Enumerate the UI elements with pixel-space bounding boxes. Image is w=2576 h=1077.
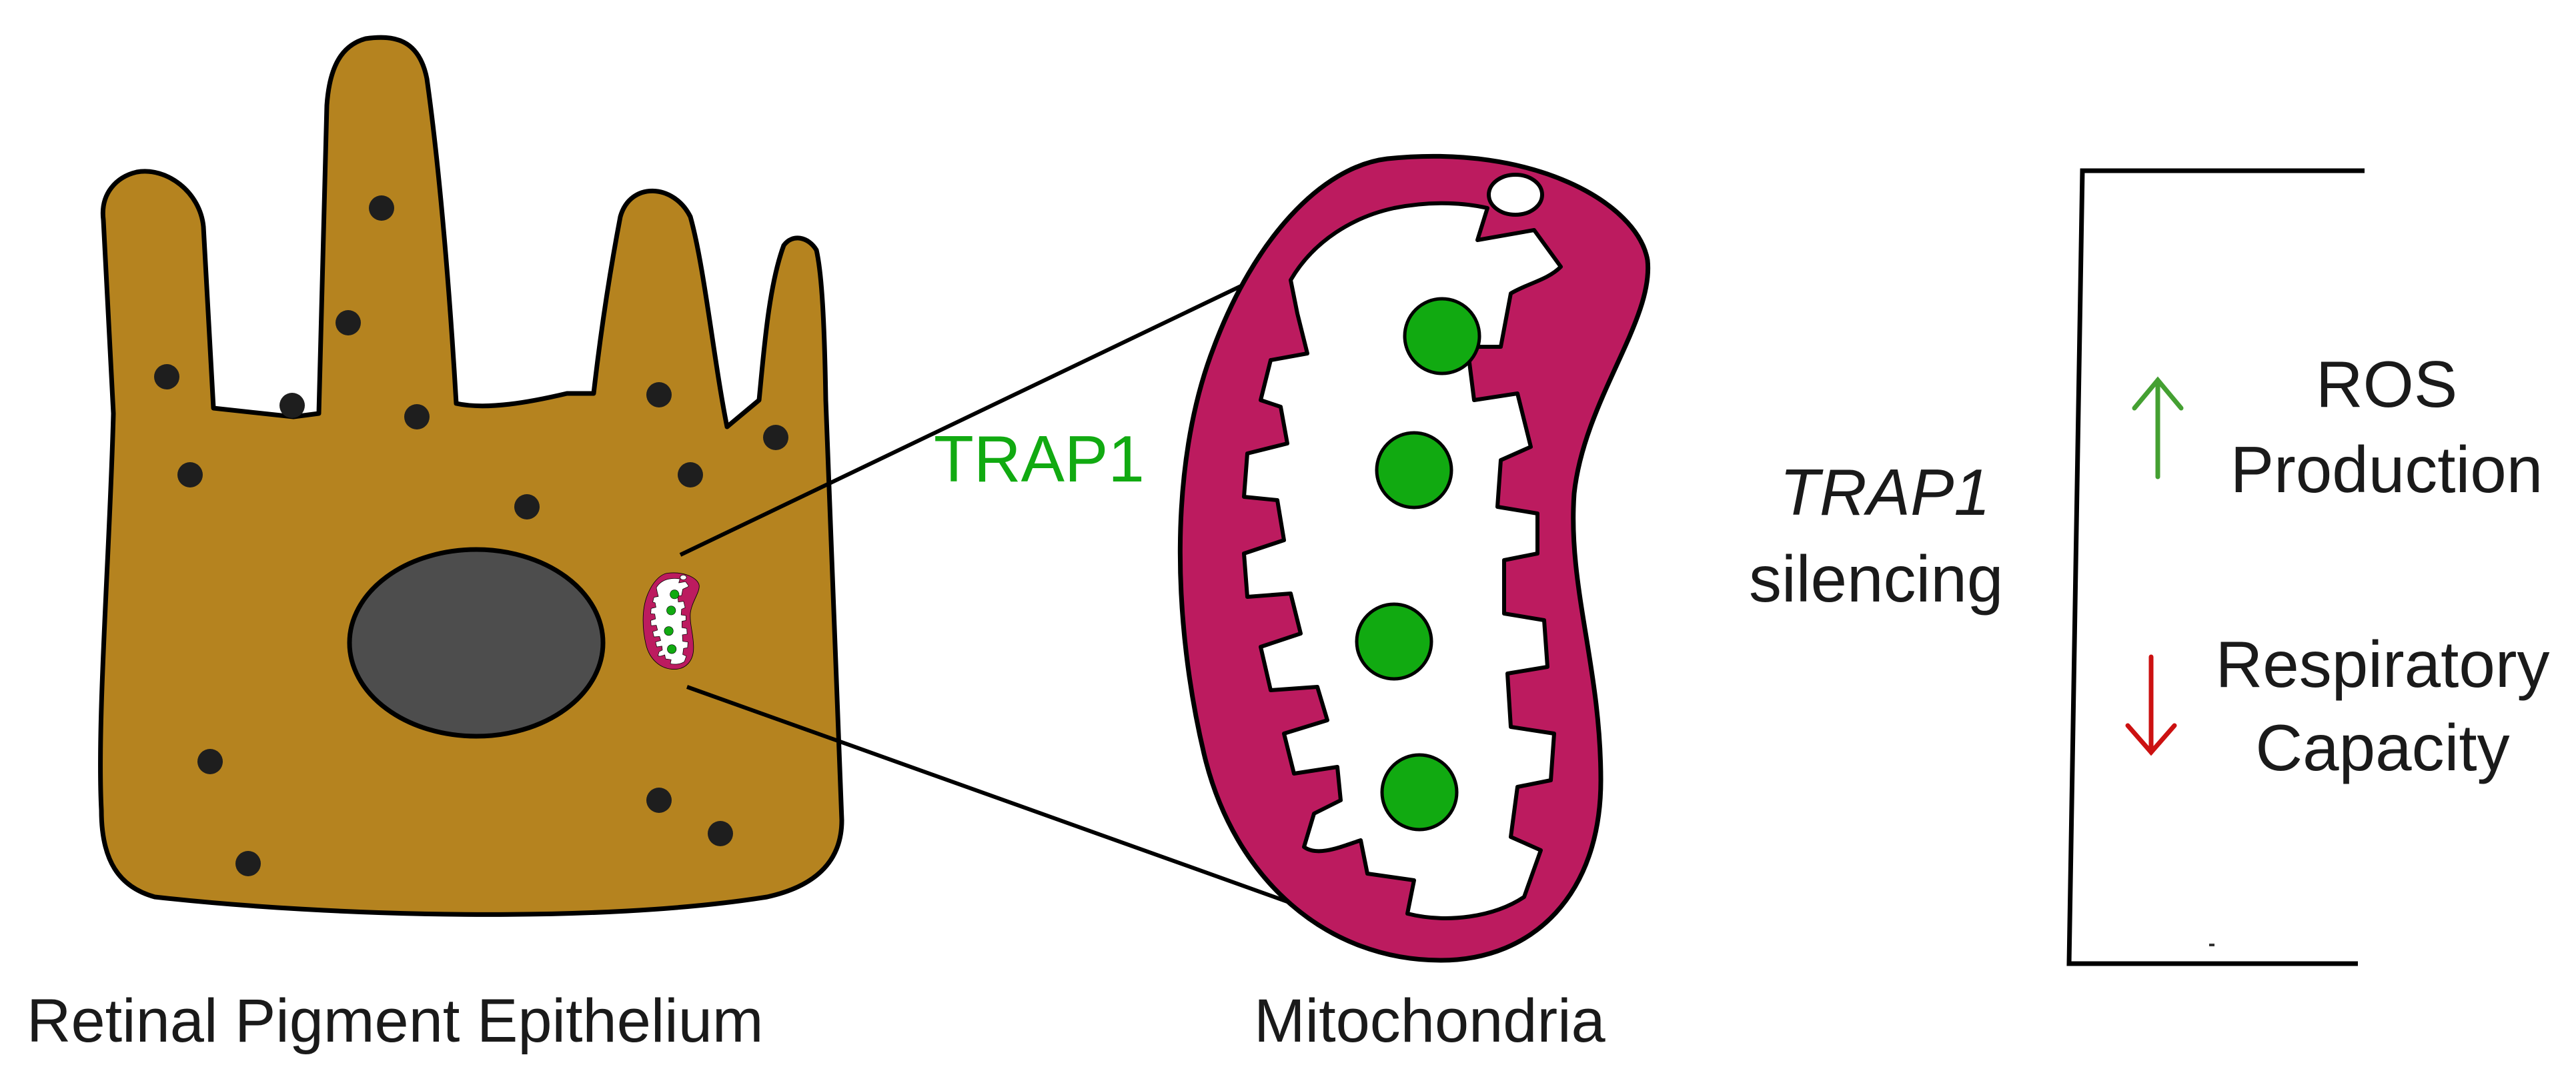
bracket-line bbox=[2066, 168, 2365, 966]
mitochondrion bbox=[1180, 156, 1648, 960]
granule bbox=[336, 310, 361, 335]
granule bbox=[646, 788, 672, 813]
granule bbox=[646, 382, 672, 407]
granule bbox=[404, 404, 430, 429]
granule bbox=[678, 462, 703, 487]
zoom-line-bottom bbox=[686, 685, 1289, 904]
nucleus bbox=[347, 547, 606, 739]
granule bbox=[154, 364, 179, 389]
rpe-cell bbox=[98, 35, 844, 917]
trap1-gene-label: TRAP1 bbox=[1780, 455, 1990, 529]
granule bbox=[235, 851, 261, 876]
bracket-tick bbox=[2209, 944, 2214, 946]
granule bbox=[514, 494, 540, 519]
ros-label-line2: Production bbox=[2230, 433, 2543, 506]
mitochondrion-shape bbox=[1180, 156, 1648, 960]
cell-caption: Retinal Pigment Epithelium bbox=[27, 987, 764, 1055]
zoom-line-top bbox=[679, 271, 1269, 557]
respiratory-label-line1: Respiratory bbox=[2215, 628, 2549, 701]
cell-body bbox=[98, 35, 844, 917]
up-arrow-icon bbox=[2132, 376, 2184, 479]
granule bbox=[279, 393, 305, 418]
pigment-granules bbox=[154, 195, 788, 876]
respiratory-label-line2: Capacity bbox=[2255, 711, 2509, 784]
granule bbox=[197, 749, 223, 774]
granule bbox=[369, 195, 394, 221]
zoom-lines bbox=[679, 271, 1289, 904]
mitochondria-caption: Mitochondria bbox=[1254, 987, 1606, 1055]
down-arrow-icon bbox=[2125, 654, 2177, 756]
granule bbox=[708, 821, 733, 846]
granule bbox=[177, 462, 203, 487]
ros-label-line1: ROS bbox=[2316, 347, 2457, 421]
effects-bracket bbox=[2066, 168, 2365, 966]
small-mitochondrion bbox=[642, 572, 700, 670]
trap1-protein-label: TRAP1 bbox=[934, 422, 1145, 495]
granule bbox=[763, 425, 788, 450]
silencing-label: silencing bbox=[1749, 542, 2003, 616]
